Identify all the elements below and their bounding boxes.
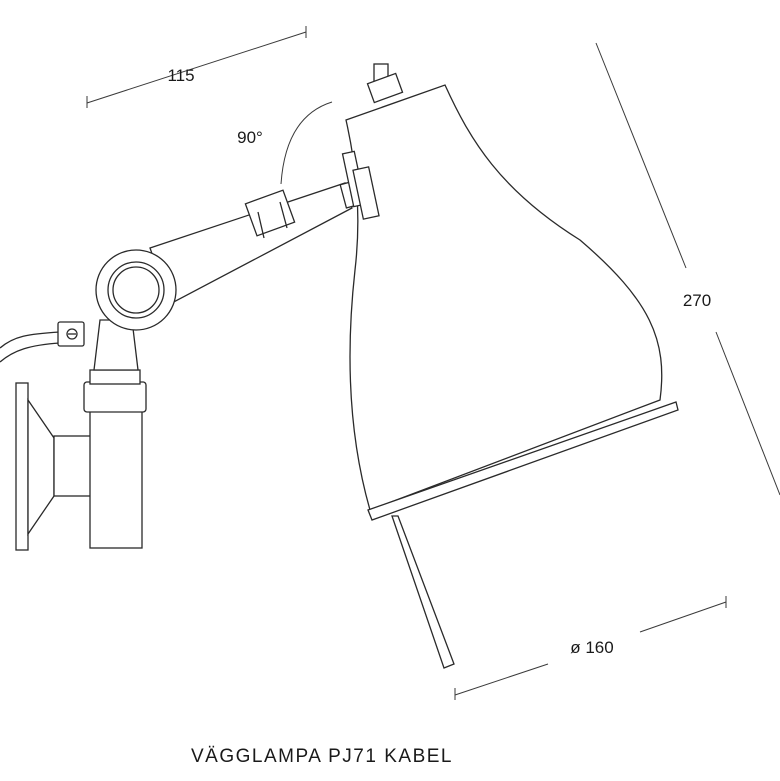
vertical-stem <box>83 319 147 549</box>
cable <box>0 321 85 363</box>
pivot-joint <box>95 249 177 331</box>
product-caption: VÄGGLAMPA PJ71 KABEL <box>191 746 453 767</box>
lamp-arm <box>149 179 365 305</box>
dimension-height <box>595 42 780 496</box>
arm-reach-label: 115 <box>167 66 194 85</box>
shade-diameter-label: ø 160 <box>570 638 613 657</box>
height-label: 270 <box>683 291 711 310</box>
lamp-shade <box>341 63 679 669</box>
dimension-arm-reach <box>86 26 307 108</box>
rotation-angle-label: 90° <box>237 128 263 147</box>
dimension-shade-diameter <box>454 596 727 700</box>
rotation-arc <box>280 101 333 185</box>
